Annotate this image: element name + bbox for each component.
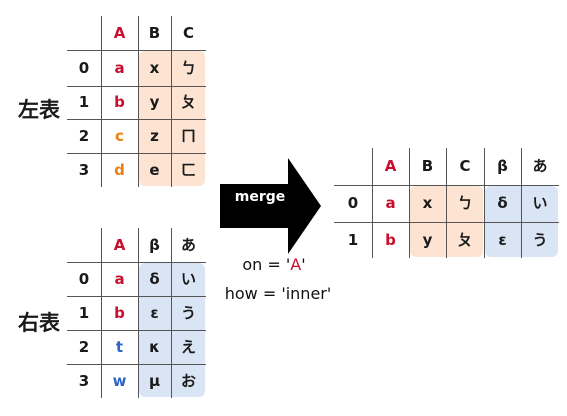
right-table-header-2: あ (180, 235, 196, 254)
result-table-cell-0-3: δ (497, 194, 508, 212)
right-table-cell-0-1: δ (149, 269, 160, 288)
result-table-cell-1-0: b (385, 230, 396, 249)
right-table-cell-0-2: い (180, 269, 196, 288)
right-table-index-3: 3 (78, 371, 90, 390)
right-table-index-1: 1 (78, 303, 90, 322)
right-table-cell-2-1: κ (149, 337, 160, 356)
right-table-row-line (67, 296, 206, 297)
result-table-cell-0-1: x (422, 194, 433, 212)
left-table-row-line (67, 119, 206, 120)
left-table-col-line (171, 16, 172, 187)
result-table-col-line (484, 148, 485, 258)
left-table-cell-1-1: y (149, 93, 160, 111)
right-table-index-2: 2 (78, 337, 90, 356)
result-table-cell-1-1: y (422, 230, 433, 249)
result-table-cell-1-4: う (532, 230, 548, 249)
left-table-header-0: A (113, 23, 126, 42)
left-table-header-1: B (148, 23, 161, 42)
left-table-label: 左表 (18, 98, 60, 122)
left-table-cell-1-2: ㄆ (180, 93, 196, 111)
result-table-col-line (372, 148, 373, 258)
right-table-row-line (67, 262, 206, 263)
left-table-cell-3-2: ㄈ (180, 160, 196, 179)
left-table-col-line (138, 16, 139, 187)
left-table-cell-3-1: e (149, 160, 160, 179)
right-table-cell-3-2: お (180, 371, 196, 390)
right-table-cell-1-0: b (114, 303, 125, 322)
on-parameter-prefix: on = ' (242, 255, 291, 274)
right-table-label: 右表 (18, 311, 60, 335)
result-table-cell-0-2: ㄅ (457, 194, 473, 212)
result-table-header-1: B (421, 157, 434, 175)
result-table-col-line (409, 148, 410, 258)
right-table-row-line (67, 330, 206, 331)
result-table-cell-1-3: ε (498, 230, 507, 249)
result-table-cell-0-4: い (532, 194, 548, 212)
result-table-header-0: A (384, 157, 397, 175)
on-parameter-value: A (290, 255, 302, 274)
result-table-index-0: 0 (347, 194, 359, 212)
left-table-index-3: 3 (78, 160, 90, 179)
left-table-index-1: 1 (78, 93, 90, 111)
how-parameter: how = 'inner' (224, 284, 332, 303)
left-table-row-line (67, 86, 206, 87)
result-table-header-4: あ (532, 157, 548, 175)
result-table-cell-0-0: a (385, 194, 396, 212)
right-table-row-line (67, 364, 206, 365)
right-table-header-0: A (113, 235, 126, 254)
result-table-cell-1-2: ㄆ (457, 230, 473, 249)
left-table-index-2: 2 (78, 126, 90, 145)
right-table-cell-2-0: t (115, 337, 124, 356)
left-table-header-2: C (182, 23, 194, 42)
left-table-row-line (67, 50, 206, 51)
right-table-cell-3-0: w (112, 371, 127, 390)
right-table-col-line (138, 228, 139, 398)
left-table-cell-1-0: b (114, 93, 125, 111)
right-table-col-line (171, 228, 172, 398)
right-table-col-line (101, 228, 102, 398)
result-table-col-line (446, 148, 447, 258)
right-table-cell-3-1: μ (148, 371, 161, 390)
right-table-index-0: 0 (78, 269, 90, 288)
on-parameter: on = 'A' (204, 257, 344, 273)
left-table-col-line (101, 16, 102, 187)
left-table-cell-3-0: d (114, 160, 125, 179)
result-table-col-line (521, 148, 522, 258)
left-table-cell-2-0: c (115, 126, 124, 145)
left-table-cell-2-1: z (150, 126, 159, 145)
on-parameter-suffix: ' (301, 255, 306, 274)
right-table-cell-0-0: a (114, 269, 125, 288)
result-table-header-2: C (459, 157, 471, 175)
merge-label: merge (234, 189, 286, 205)
result-table-index-1: 1 (347, 230, 359, 249)
right-table-header-1: β (149, 235, 160, 254)
result-table-header-3: β (497, 157, 508, 175)
right-table-cell-1-1: ε (150, 303, 159, 322)
left-table-index-0: 0 (78, 58, 90, 77)
left-table-row-line (67, 153, 206, 154)
right-table-cell-1-2: う (180, 303, 196, 322)
left-table-highlight-0 (139, 51, 205, 186)
left-table-cell-0-2: ㄅ (180, 58, 196, 77)
right-table-cell-2-2: え (180, 337, 196, 356)
left-table-cell-2-2: ㄇ (180, 126, 196, 145)
left-table-cell-0-0: a (114, 58, 125, 77)
merge-arrow-icon (220, 158, 321, 254)
left-table-cell-0-1: x (149, 58, 160, 77)
